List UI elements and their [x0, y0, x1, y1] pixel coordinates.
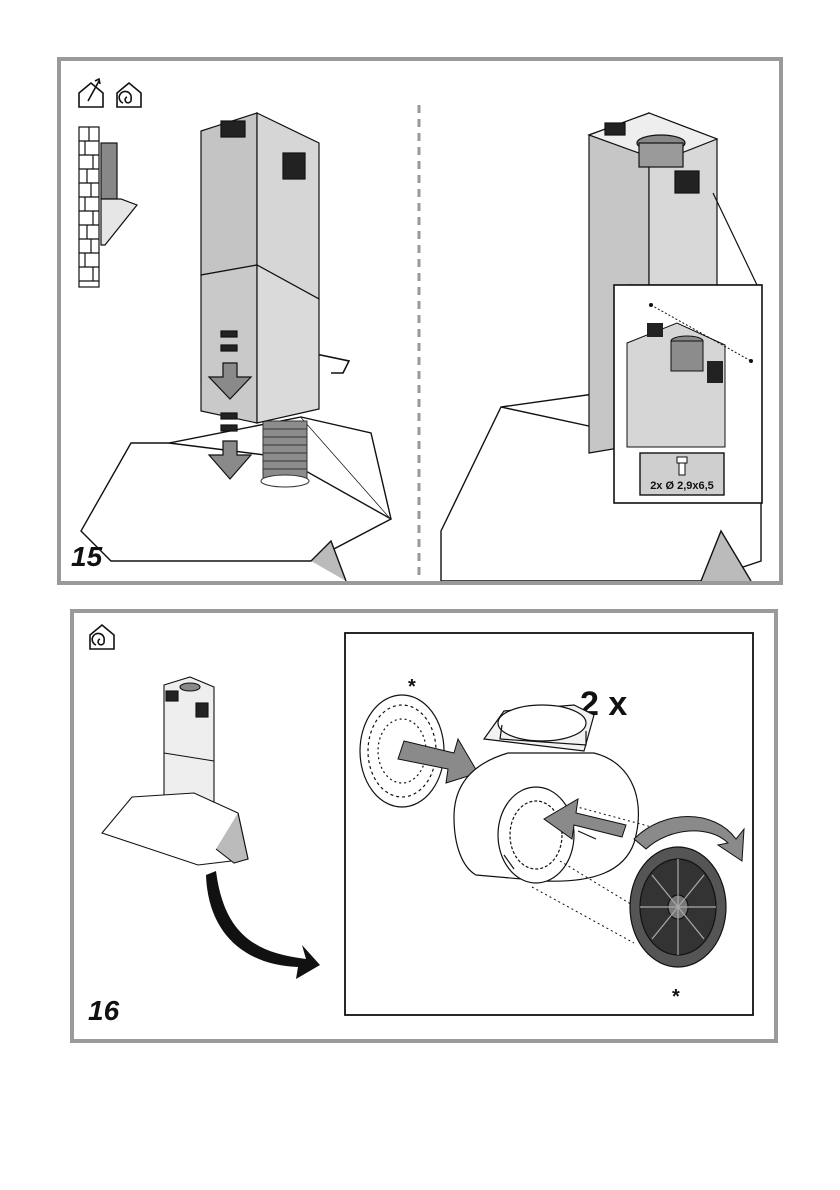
wall-mount-diagram-icon [79, 127, 137, 287]
recirculation-mode-icon [90, 625, 114, 649]
asterisk-marker: * [672, 986, 680, 1008]
step-number: 15 [71, 541, 102, 573]
hood-overview [102, 677, 248, 865]
screw-icon [677, 457, 687, 475]
recirculation-mode-icon [117, 83, 141, 107]
step-15-panel: 2x Ø 2,9x6,5 15 [57, 57, 783, 585]
curved-arrow-icon [206, 871, 320, 979]
screw-spec-box: 2x Ø 2,9x6,5 [640, 453, 724, 495]
asterisk-marker: * [408, 676, 416, 698]
step-16-panel: * 2 x [70, 609, 778, 1043]
step-15-illustration: 2x Ø 2,9x6,5 [61, 61, 779, 581]
chimney-lower-left [201, 265, 319, 423]
duct-hose [261, 421, 309, 487]
ducted-mode-icon [79, 79, 103, 107]
step-number: 16 [88, 995, 119, 1027]
step-16-illustration: * 2 x [74, 613, 774, 1039]
screw-spec-label: 2x Ø 2,9x6,5 [650, 480, 714, 492]
carbon-filter-new [630, 847, 726, 967]
